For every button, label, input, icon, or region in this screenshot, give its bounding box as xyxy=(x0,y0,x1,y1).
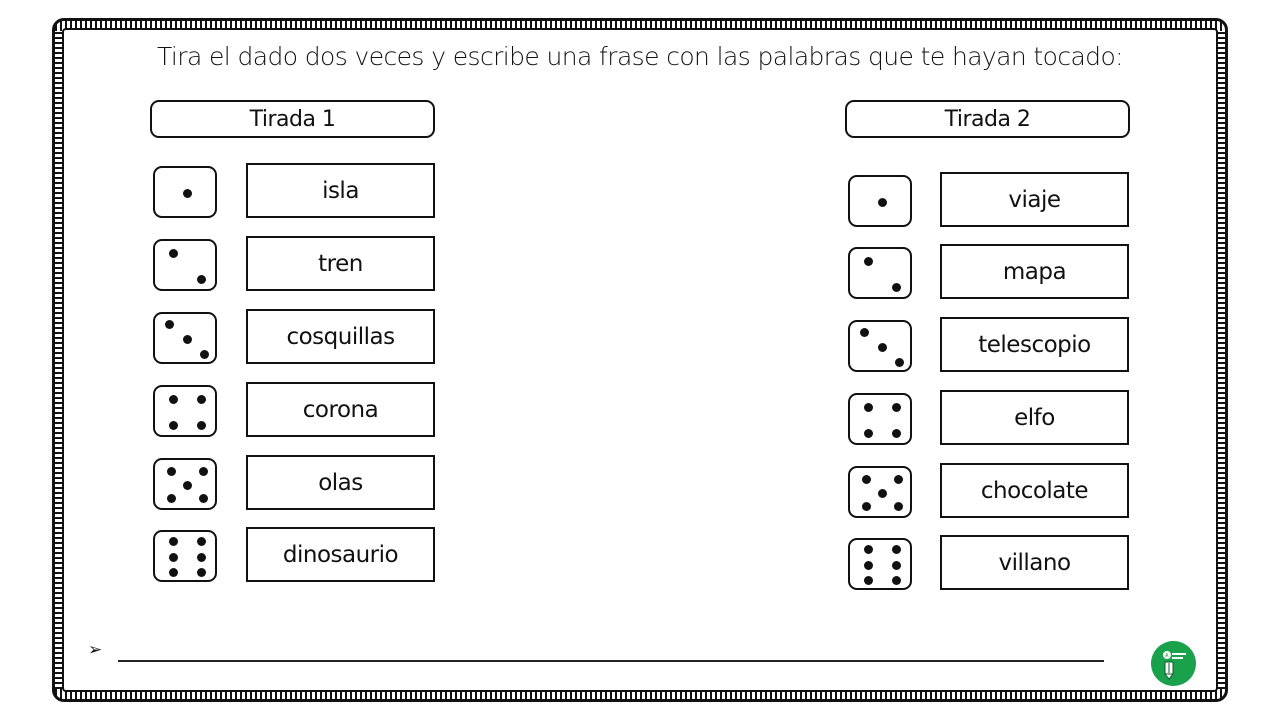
die-pip xyxy=(167,494,176,503)
die-pip xyxy=(877,197,887,207)
die-pip xyxy=(183,480,192,490)
die-pip xyxy=(864,576,873,585)
die-pip xyxy=(864,257,873,266)
die-face-4 xyxy=(153,385,217,437)
word-box: mapa xyxy=(940,244,1129,299)
die-face-2 xyxy=(848,247,912,299)
die-pip xyxy=(892,545,901,554)
die-pip xyxy=(862,475,871,484)
heading-tirada-2: Tirada 2 xyxy=(845,100,1130,138)
die-pip xyxy=(864,429,873,438)
die-pip xyxy=(199,494,208,503)
word-box: telescopio xyxy=(940,317,1129,372)
die-pip xyxy=(182,334,192,344)
die-face-5 xyxy=(848,466,912,518)
die-pip xyxy=(197,421,206,430)
die-pip xyxy=(878,488,887,498)
word-box: corona xyxy=(246,382,435,437)
die-pip xyxy=(862,502,871,511)
instruction-text: Tira el dado dos veces y escribe una fra… xyxy=(157,42,1124,71)
die-pip xyxy=(864,545,873,554)
word-box: tren xyxy=(246,236,435,291)
die-face-6 xyxy=(848,538,912,590)
die-pip xyxy=(860,328,869,337)
die-pip xyxy=(197,537,206,546)
die-pip xyxy=(892,403,901,412)
die-pip xyxy=(864,560,873,570)
die-pip xyxy=(169,537,178,546)
die-pip xyxy=(894,502,903,511)
die-pip xyxy=(165,320,174,329)
die-pip xyxy=(169,395,178,404)
die-face-3 xyxy=(848,320,912,372)
word-box: viaje xyxy=(940,172,1129,227)
word-box: dinosaurio xyxy=(246,527,435,582)
die-face-4 xyxy=(848,393,912,445)
pencil-logo-icon: A xyxy=(1162,650,1186,680)
die-face-2 xyxy=(153,239,217,291)
die-pip xyxy=(895,358,904,367)
die-face-1 xyxy=(848,175,912,227)
die-pip xyxy=(864,403,873,412)
die-face-6 xyxy=(153,530,217,582)
word-box: villano xyxy=(940,535,1129,590)
die-pip xyxy=(200,350,209,359)
orientacion-andujar-logo: A xyxy=(1151,641,1196,686)
heading-tirada-1: Tirada 1 xyxy=(150,100,435,138)
die-pip xyxy=(169,552,178,562)
die-pip xyxy=(167,467,176,476)
die-pip xyxy=(892,576,901,585)
die-pip xyxy=(892,283,901,292)
die-face-5 xyxy=(153,458,217,510)
svg-text:A: A xyxy=(1165,653,1169,659)
word-box: cosquillas xyxy=(246,309,435,364)
die-pip xyxy=(182,188,192,198)
answer-arrow-icon: ➢ xyxy=(88,640,103,660)
word-box: olas xyxy=(246,455,435,510)
word-box: elfo xyxy=(940,390,1129,445)
die-pip xyxy=(197,275,206,284)
answer-writing-line[interactable] xyxy=(118,660,1104,662)
die-pip xyxy=(169,249,178,258)
die-pip xyxy=(197,568,206,577)
die-pip xyxy=(877,342,887,352)
die-face-1 xyxy=(153,166,217,218)
die-face-3 xyxy=(153,312,217,364)
die-pip xyxy=(197,552,206,562)
die-pip xyxy=(892,429,901,438)
die-pip xyxy=(892,560,901,570)
word-box: isla xyxy=(246,163,435,218)
die-pip xyxy=(169,568,178,577)
die-pip xyxy=(199,467,208,476)
word-box: chocolate xyxy=(940,463,1129,518)
die-pip xyxy=(894,475,903,484)
die-pip xyxy=(197,395,206,404)
die-pip xyxy=(169,421,178,430)
